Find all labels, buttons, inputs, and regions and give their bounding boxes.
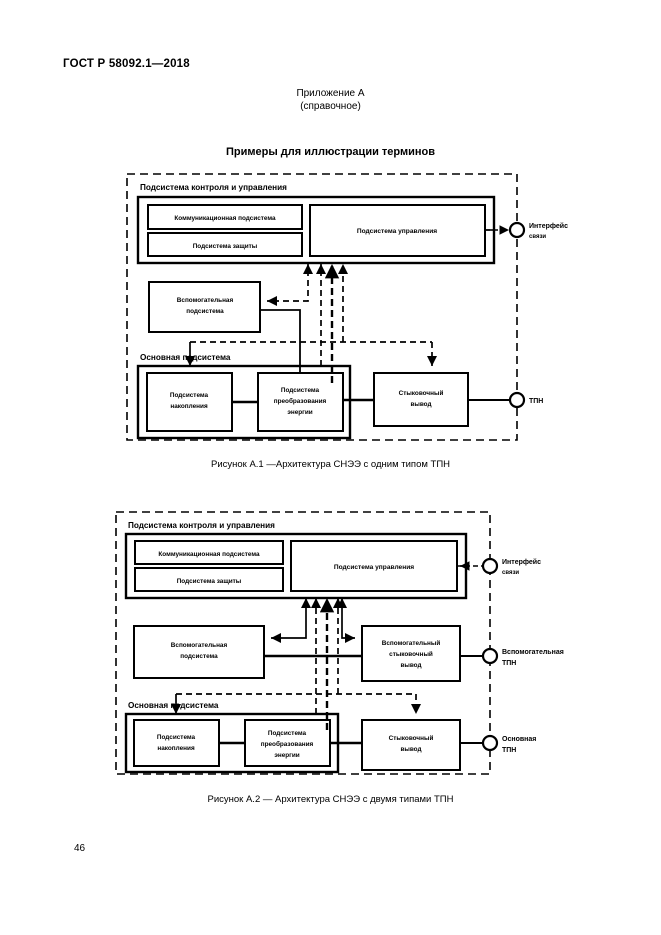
figure-a2: Подсистема контроля и управления Коммуни… [104,508,594,788]
figure-a2-caption: Рисунок А.2 — Архитектура СНЭЭ с двумя т… [207,794,454,805]
figure-a1: Подсистема контроля и управления Коммуни… [112,170,582,455]
a2-storage-box-line2: накопления [157,745,195,752]
a1-control-subsystem-label: Подсистема контроля и управления [140,183,287,192]
a1-protection-box-label: Подсистема защиты [193,243,258,250]
a1-management-box-label: Подсистема управления [357,228,437,235]
a2-control-subsystem-label: Подсистема контроля и управления [128,521,275,530]
a2-terminal-interface-line2: связи [502,570,519,576]
a1-terminal-interface-line1: Интерфейс [529,222,568,230]
a2-auxiliary-docking-line2: стыковочный [389,650,433,658]
a2-terminal-auxiliary-tpn-line1: Вспомогательная [502,649,564,656]
page-number: 46 [74,843,86,854]
a2-conversion-box-line1: Подсистема [268,730,307,737]
a2-storage-box-line1: Подсистема [157,734,196,741]
a2-auxiliary-docking-line1: Вспомогательный [382,639,441,647]
a2-conversion-box-line2: преобразования [261,740,314,748]
a2-docking-box-line1: Стыковочный [389,734,434,742]
a1-docking-box-line2: вывод [410,401,431,408]
a1-conversion-box-line3: энергии [287,409,312,416]
a1-storage-box-line1: Подсистема [170,392,209,399]
a1-storage-box-line2: накопления [170,403,208,410]
figure-a1-caption: Рисунок А.1 —Архитектура СНЭЭ с одним ти… [210,459,451,470]
a2-terminal-main-tpn-line2: ТПН [502,747,516,754]
a1-conversion-box-line1: Подсистема [281,387,320,394]
a1-main-subsystem-label: Основная подсистема [140,353,231,362]
a1-terminal-interface-node [508,221,526,239]
a2-auxiliary-docking-line3: вывод [400,662,421,669]
a1-auxiliary-box-line1: Вспомогательная [177,297,234,304]
a2-terminal-auxiliary-tpn-node [481,647,499,665]
a1-terminal-tpn-node [508,391,526,409]
a2-docking-box-line2: вывод [400,746,421,753]
section-title: Примеры для иллюстрации терминов [225,146,436,158]
a2-communication-box-label: Коммуникационная подсистема [158,551,260,558]
appendix-title: Приложение А [296,88,365,99]
a1-conversion-box-line2: преобразования [274,397,327,405]
a1-auxiliary-box-line2: подсистема [186,308,224,315]
a1-terminal-interface-line2: связи [529,234,546,240]
a2-conversion-box-line3: энергии [274,752,299,759]
appendix-kind: (справочное) [300,101,361,112]
a2-main-subsystem-label: Основная подсистема [128,701,219,710]
a2-terminal-interface-line1: Интерфейс [502,558,541,566]
a2-terminal-main-tpn-line1: Основная [502,736,536,743]
a1-communication-box-label: Коммуникационная подсистема [174,215,276,222]
a1-docking-box-line1: Стыковочный [399,389,444,397]
a2-management-box-label: Подсистема управления [334,564,414,571]
a2-auxiliary-box-line2: подсистема [180,653,218,660]
a2-terminal-interface-node [481,557,499,575]
standard-header: ГОСТ Р 58092.1—2018 [63,58,190,70]
a2-auxiliary-box-line1: Вспомогательная [171,642,228,649]
a2-protection-box-label: Подсистема защиты [177,578,242,585]
a1-terminal-tpn-label: ТПН [529,398,543,405]
a2-terminal-main-tpn-node [481,734,499,752]
a2-terminal-auxiliary-tpn-line2: ТПН [502,660,516,667]
